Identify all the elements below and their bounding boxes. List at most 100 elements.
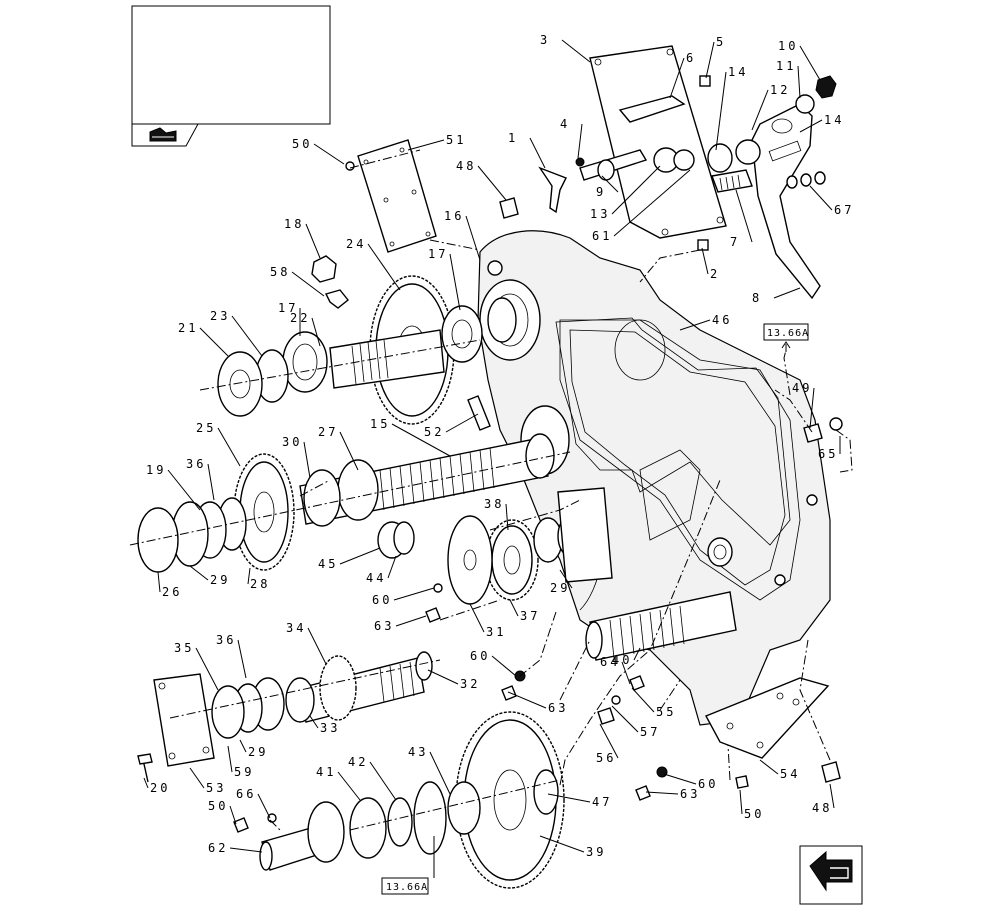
- upper-shaft-assembly: [217, 275, 517, 425]
- nut-10: [815, 75, 837, 99]
- bracket-6: [618, 95, 686, 123]
- callout-48: 48: [456, 159, 476, 173]
- cover-plate-54: [705, 677, 830, 759]
- callout-23: 23: [210, 309, 230, 323]
- leader-line: [231, 315, 263, 357]
- callout-60: 60: [470, 649, 490, 663]
- top-plate-3: [589, 45, 727, 239]
- leader-line: [797, 65, 801, 99]
- callout-43: 43: [408, 745, 428, 759]
- leader-line: [611, 165, 661, 215]
- callout-16: 16: [444, 209, 464, 223]
- leader-line: [799, 119, 823, 133]
- leader-line: [469, 603, 485, 633]
- callout-45: 45: [318, 557, 338, 571]
- leader-line: [611, 705, 639, 733]
- main-shaft-assembly: [137, 433, 555, 573]
- callout-4: 4: [560, 117, 570, 131]
- leader-line: [195, 647, 219, 691]
- callout-30: 30: [282, 435, 302, 449]
- centerlines: [129, 149, 853, 831]
- callout-19: 19: [146, 463, 166, 477]
- callout-31: 31: [486, 625, 506, 639]
- book-arrow-icon: [149, 127, 177, 142]
- callout-41: 41: [316, 765, 336, 779]
- leader-line: [387, 555, 397, 579]
- leader-line: [739, 789, 743, 815]
- nut-18: [311, 255, 337, 283]
- leader-line: [247, 567, 251, 585]
- leader-line: [705, 41, 715, 79]
- leader-line: [465, 215, 481, 261]
- callout-38: 38: [484, 497, 504, 511]
- callout-8: 8: [752, 291, 762, 305]
- callout-3: 3: [540, 33, 550, 47]
- leader-line: [577, 123, 583, 159]
- leader-line: [491, 655, 517, 677]
- leader-line: [237, 639, 247, 679]
- callout-53: 53: [206, 781, 226, 795]
- leader-line: [239, 739, 247, 753]
- leader-line: [407, 139, 445, 151]
- callout-6: 6: [686, 51, 696, 65]
- leader-line: [633, 647, 641, 661]
- callout-13: 13: [590, 207, 610, 221]
- callout-14: 14: [824, 113, 844, 127]
- callout-29: 29: [210, 573, 230, 587]
- callout-25: 25: [196, 421, 216, 435]
- callout-33: 33: [320, 721, 340, 735]
- callout-44: 44: [366, 571, 386, 585]
- callout-1: 1: [508, 131, 518, 145]
- callout-40: 40: [612, 653, 632, 667]
- leader-line: [547, 793, 591, 803]
- leader-line: [599, 723, 619, 759]
- leader-line: [313, 143, 345, 165]
- gasket-52: [467, 395, 491, 431]
- leader-line: [227, 745, 233, 773]
- leader-line: [337, 771, 361, 801]
- callout-56: 56: [596, 751, 616, 765]
- fork-1: [538, 166, 567, 214]
- callout-59: 59: [234, 765, 254, 779]
- spring-assembly-12: [707, 139, 761, 193]
- leader-line: [773, 287, 801, 299]
- callout-20: 20: [150, 781, 170, 795]
- leader-line: [143, 777, 149, 789]
- leader-line: [509, 599, 519, 617]
- leader-line: [303, 441, 311, 479]
- callout-17: 17: [428, 247, 448, 261]
- leader-line: [735, 189, 753, 243]
- pinion-shaft-assembly: [153, 651, 433, 767]
- reference-13-66a-top[interactable]: 13.66A: [763, 323, 809, 352]
- leader-line: [829, 783, 835, 809]
- svg-text:13.66A: 13.66A: [386, 882, 428, 893]
- plug-48: [499, 197, 519, 219]
- leader-line: [257, 793, 271, 819]
- leader-line: [613, 169, 691, 237]
- callout-49: 49: [792, 381, 812, 395]
- leader-line: [751, 89, 769, 131]
- leader-line: [167, 469, 201, 511]
- output-shaft-40: [585, 591, 737, 661]
- leader-line: [307, 627, 327, 665]
- leader-line: [631, 687, 655, 713]
- callout-labels: 1234567891011121314141516171718192021222…: [146, 33, 851, 859]
- leader-line: [427, 669, 459, 685]
- reference-13-66a-bottom[interactable]: 13.66A: [381, 836, 435, 895]
- callout-12: 12: [770, 83, 790, 97]
- callout-36: 36: [186, 457, 206, 471]
- leader-line: [701, 247, 709, 275]
- leader-line: [305, 223, 321, 259]
- leader-line: [217, 427, 241, 467]
- previous-page-button[interactable]: [799, 845, 863, 905]
- callout-63: 63: [680, 787, 700, 801]
- callout-60: 60: [372, 593, 392, 607]
- gasket-46: [555, 317, 791, 546]
- cover-plate-51: [357, 139, 437, 253]
- callout-64: 64: [600, 655, 620, 669]
- callout-61: 61: [592, 229, 612, 243]
- callout-11: 11: [776, 59, 796, 73]
- large-gear-39-assembly: [259, 711, 565, 889]
- leader-line: [367, 243, 401, 291]
- lever-8: [751, 103, 821, 300]
